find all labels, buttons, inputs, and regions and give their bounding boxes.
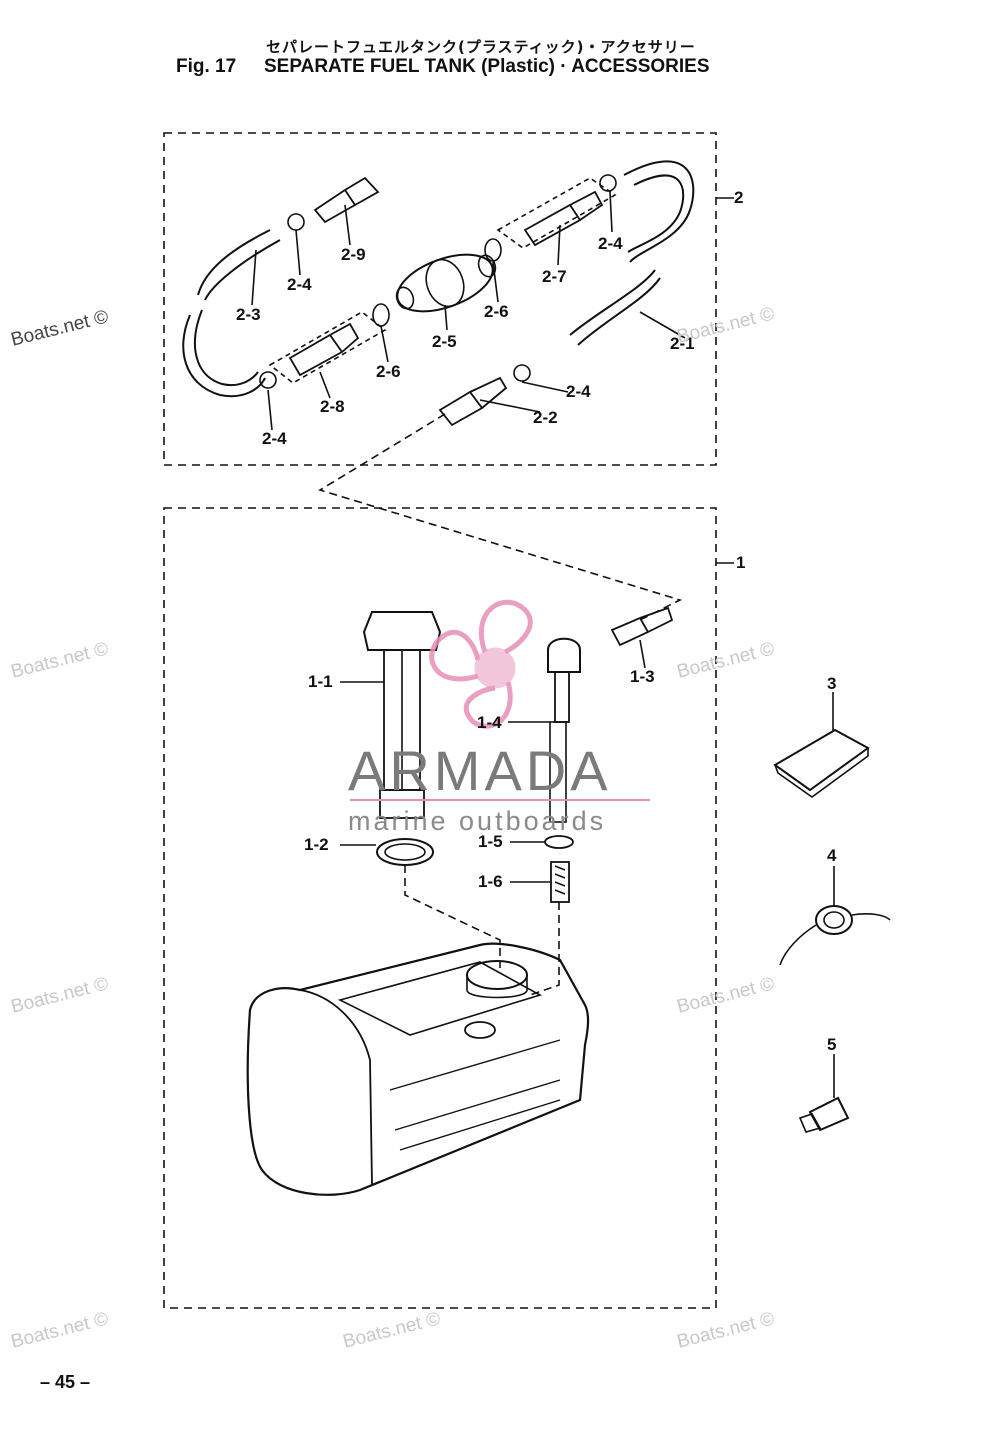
label-1: 1 [736,553,746,572]
hose-2-1 [623,160,695,263]
label-3: 3 [827,674,837,693]
label-1-1: 1-1 [308,672,333,691]
fitting-2-2 [438,376,508,427]
title-japanese: セパレートフュエルタンク(プラスティック)・アクセサリー [266,38,696,56]
elbow-1-4 [547,637,581,673]
label-2-3: 2-3 [236,305,261,324]
pickup-tube [549,721,567,823]
accessory-4-coil [815,905,853,935]
accessory-5-fitting [808,1096,850,1132]
page-title: Fig. 17 SEPARATE FUEL TANK (Plastic) · AC… [176,56,710,78]
label-1-2: 1-2 [304,835,329,854]
label-5: 5 [827,1035,837,1054]
page-number: – 45 – [40,1372,91,1392]
label-2-9: 2-9 [341,245,366,264]
label-2-4-right: 2-4 [598,234,623,253]
connector-2-8 [288,322,360,377]
label-1-4: 1-4 [477,713,502,732]
armada-watermark: ARMADA [348,739,612,802]
label-2-4-bottom-left: 2-4 [262,429,287,448]
label-2-2: 2-2 [533,408,558,427]
label-2-4-top-left: 2-4 [287,275,312,294]
fuel-gauge-1-1 [362,611,442,651]
clamp-2-4-a [287,213,305,231]
label-2-6-right: 2-6 [484,302,509,321]
label-2-4-lower-right: 2-4 [566,382,591,401]
check-valve-2-6-left [372,303,390,327]
armada-subtitle: marine outboards [348,806,607,836]
label-1-3: 1-3 [630,667,655,686]
tank-filler-neck [466,960,528,990]
figure-number: Fig. 17 [176,56,237,77]
hose-2-3 [197,229,281,301]
label-2-6-left: 2-6 [376,362,401,381]
label-1-6: 1-6 [478,872,503,891]
label-2-8: 2-8 [320,397,345,416]
label-2-7: 2-7 [542,267,567,286]
fitting-1-3 [610,606,674,647]
hose-2-1-lower [569,269,661,346]
label-2-5: 2-5 [432,332,457,351]
hose-to-tank-leader [318,413,683,621]
label-4: 4 [827,846,837,865]
label-2-1: 2-1 [670,334,695,353]
connector-2-7-box [496,177,617,249]
armada-propeller-logo [429,599,533,729]
figure-title: SEPARATE FUEL TANK (Plastic) · ACCESSORI… [264,56,710,77]
tank-outlet [464,1021,496,1039]
connector-2-8-box [268,311,387,384]
oring-1-5 [544,835,574,849]
group-1-frame [163,507,717,1309]
clamp-2-4-c [513,364,531,382]
clamp-2-4-d [259,371,277,389]
fitting-2-9 [313,176,380,224]
fuel-tank [246,942,590,1196]
clamp-2-4-b [599,174,617,192]
group-2-frame [163,132,717,466]
check-valve-2-6-right [484,238,502,262]
label-1-5: 1-5 [478,832,503,851]
label-2: 2 [734,188,744,207]
connector-2-7 [523,190,604,247]
